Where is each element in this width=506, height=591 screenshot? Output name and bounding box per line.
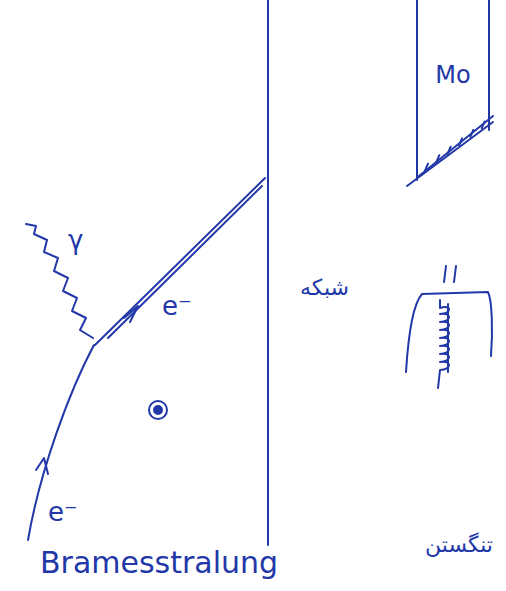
divider-line [267,0,269,545]
outgoing-electron-path [95,178,265,345]
photon-label: γ [68,226,83,256]
grid-mark [454,266,456,282]
photon-wave [26,224,93,338]
hatch-mark [436,155,439,162]
target-label: Mo [415,62,491,90]
grid-mark [444,266,446,282]
hatch-mark [448,147,451,154]
electron-arrowhead [36,458,48,474]
target-side [488,0,490,130]
target-face [419,116,493,176]
electron-arrowhead [124,306,138,322]
filament-coil [438,300,449,388]
filament-wire [447,304,449,372]
target-block: Mo [415,0,491,188]
hatch-mark [425,164,428,171]
target-side [416,0,418,180]
electron-label: e⁻ [48,498,78,528]
nucleus-symbol [149,401,167,419]
filament-label: تنگستن [425,532,493,557]
nucleus-symbol [154,406,162,414]
hatch-mark [470,130,473,137]
hatch-mark [459,138,462,145]
cathode-cup [406,292,492,372]
title-label: Bramesstralung [40,546,278,581]
incoming-electron-path [28,345,94,540]
hatch-mark [482,121,485,128]
target-outline [415,0,491,188]
outgoing-electron-path [108,186,262,338]
grid-label: شبکه [300,275,349,300]
electron-label: e⁻ [162,292,192,322]
